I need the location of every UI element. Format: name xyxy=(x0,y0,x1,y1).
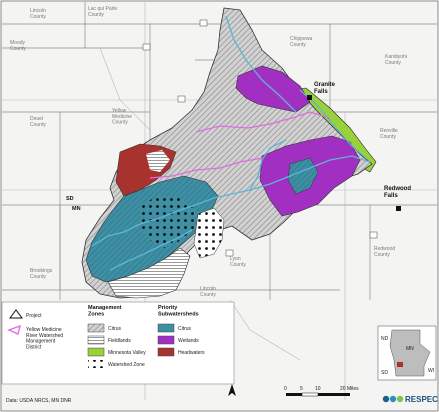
priority-citrus-east xyxy=(287,157,319,195)
zone-label-2: Minnesota Valley xyxy=(108,350,146,356)
rivers xyxy=(91,15,371,271)
brand-name: RESPEC xyxy=(405,395,438,404)
sub-label-1: Wetlands xyxy=(178,338,199,344)
highway-shields xyxy=(142,19,378,257)
inset-map: ND MN SD WI xyxy=(377,325,437,381)
inset-label-nd: ND xyxy=(381,336,389,342)
zone-label-1: Fieldlands xyxy=(108,338,131,344)
footer: Data: USDA NRCS, MN DNR 0 5 10 20 Miles … xyxy=(6,384,438,404)
brand-dot-3 xyxy=(396,395,404,403)
inset-label-wi: WI xyxy=(428,368,434,374)
district-icon xyxy=(7,324,21,335)
scale-tick-2: 10 xyxy=(315,386,321,392)
inset-project-location xyxy=(397,362,403,367)
district-line-north xyxy=(195,111,331,133)
scale-bar-seg-1 xyxy=(286,393,302,396)
town-marker-granite-falls xyxy=(307,95,312,100)
scale-tick-0: 0 xyxy=(284,386,287,392)
sub-swatch-1 xyxy=(157,335,175,345)
brand-dot-1 xyxy=(382,395,390,403)
zone-swatch-2 xyxy=(87,347,105,357)
inset-label-mn: MN xyxy=(406,346,414,352)
zone-watershed-dots-east xyxy=(193,207,225,259)
scale-tick-1: 5 xyxy=(300,386,303,392)
brand-dot-2 xyxy=(389,395,397,403)
zone-label-3: Watershed Zone xyxy=(108,362,145,368)
sub-swatch-2 xyxy=(157,347,175,357)
scale-tick-3: 20 Miles xyxy=(340,386,359,392)
scale-bar-seg-2 xyxy=(301,392,319,397)
sub-label-0: Citrus xyxy=(178,326,192,332)
zone-swatch-0 xyxy=(87,323,105,333)
sub-swatch-0 xyxy=(157,323,175,333)
town-marker-redwood-falls xyxy=(396,206,401,211)
zone-swatch-1 xyxy=(87,335,105,345)
label-state-mn: MN xyxy=(72,206,81,212)
north-arrow-icon xyxy=(228,384,236,396)
sub-label-2: Headwaters xyxy=(178,350,205,356)
inset-label-sd: SD xyxy=(381,370,388,376)
project-icon xyxy=(9,309,23,319)
footer-credit: Data: USDA NRCS, MN DNR xyxy=(6,398,72,404)
district-line-south xyxy=(149,157,263,179)
legend-project-label: Project xyxy=(26,313,42,319)
zone-swatch-3 xyxy=(88,360,104,368)
zone-fieldlands-inner xyxy=(146,150,170,172)
zone-fieldlands xyxy=(107,247,191,299)
legend-box xyxy=(1,301,235,385)
scale-bar-seg-3 xyxy=(318,393,350,396)
zone-label-0: Citrus xyxy=(108,326,122,332)
label-state-sd: SD xyxy=(66,196,74,202)
